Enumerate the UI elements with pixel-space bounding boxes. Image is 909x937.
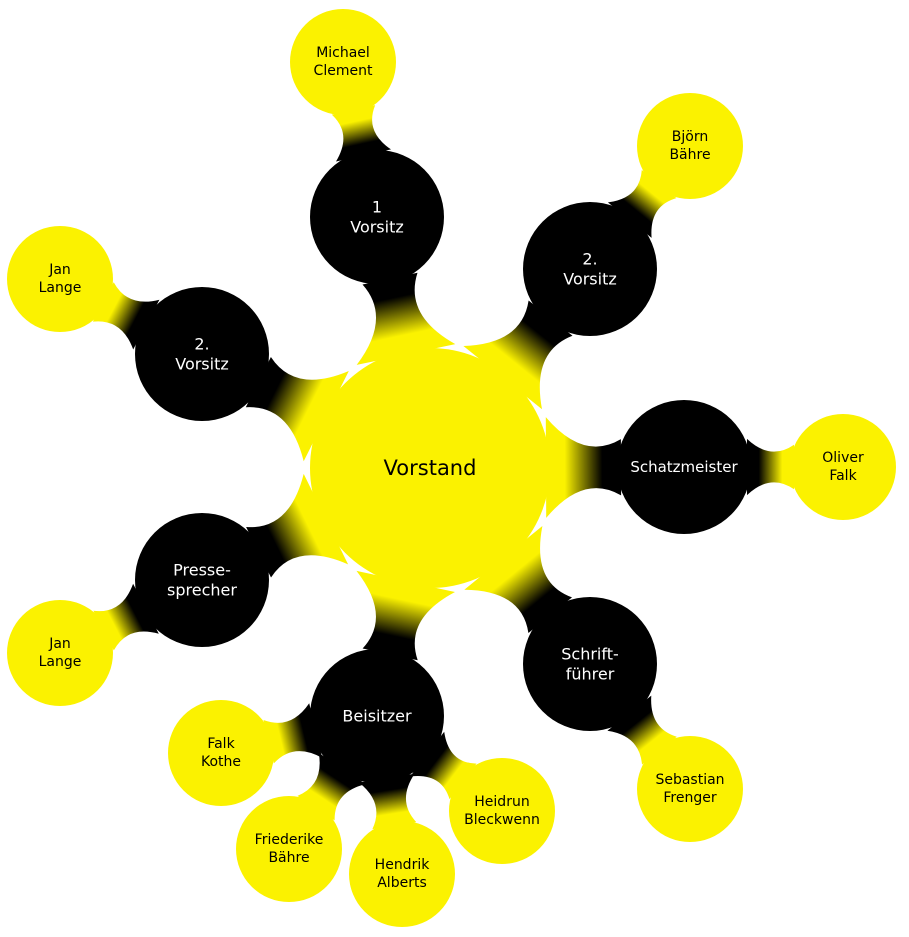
branch-node-vorsitz-2-left-label-line: 2.: [194, 334, 209, 353]
leaf-node-jan-lange-top-label-line: Lange: [39, 280, 82, 296]
leaf-node-oliver-falk-label-line: Oliver: [822, 450, 864, 466]
branch-node-vorsitz-1-label-line: 1: [372, 197, 382, 216]
nodes: Vorstand1VorsitzMichaelClement2.VorsitzB…: [7, 9, 896, 927]
branch-node-schatzmeister-label-line: Schatzmeister: [630, 458, 738, 476]
leaf-node-jan-lange-bottom-label-line: Jan: [48, 636, 71, 652]
branch-node-pressesprecher-label-line: Presse-: [173, 560, 231, 579]
connector-schatzmeister-oliver-falk: [747, 438, 794, 496]
connector-vorsitz-1-michael-clement: [331, 105, 391, 162]
leaf-node-heidrun-bleckwenn-label-line: Bleckwenn: [464, 812, 540, 828]
root-node-vorstand-label-line: Vorstand: [384, 456, 477, 480]
leaf-node-michael-clement-label-line: Michael: [316, 45, 370, 61]
leaf-node-heidrun-bleckwenn-circle: [449, 758, 555, 864]
root-node-vorstand-circle: [310, 348, 550, 588]
leaf-node-bjoern-baehre-circle: [637, 93, 743, 199]
connector-root-vorsitz-2-left: [245, 357, 349, 462]
branch-node-vorsitz-2-left: 2. Vorsitz: [135, 287, 269, 421]
leaf-node-jan-lange-top-circle: [7, 226, 113, 332]
branch-node-pressesprecher-circle: [135, 513, 269, 647]
leaf-node-michael-clement-circle: [290, 9, 396, 115]
leaf-node-bjoern-baehre-label-line: Bähre: [669, 147, 710, 163]
connector-root-schatzmeister: [545, 417, 622, 518]
branch-node-pressesprecher: Presse-sprecher: [135, 513, 269, 647]
branch-node-vorsitz-2-right: 2. Vorsitz: [523, 202, 657, 336]
leaf-node-sebastian-frenger-label-line: Frenger: [663, 790, 716, 806]
branch-node-schriftfuehrer-circle: [523, 597, 657, 731]
branch-node-beisitzer-circle: [310, 649, 444, 783]
leaf-node-friederike-baehre-circle: [236, 796, 342, 902]
leaf-node-falk-kothe-circle: [168, 700, 274, 806]
leaf-node-oliver-falk-label-line: Falk: [829, 468, 857, 484]
connector-root-pressesprecher: [246, 473, 349, 578]
branch-node-pressesprecher-label-line: sprecher: [167, 581, 237, 600]
leaf-node-oliver-falk-circle: [790, 414, 896, 520]
branch-node-schatzmeister-circle: [617, 400, 751, 534]
leaf-node-friederike-baehre-label-line: Bähre: [268, 850, 309, 866]
branch-node-vorsitz-2-right-circle: [523, 202, 657, 336]
branch-node-vorsitz-1-circle: [310, 150, 444, 284]
leaf-node-jan-lange-bottom-circle: [7, 600, 113, 706]
leaf-node-jan-lange-bottom-label-line: Lange: [39, 654, 82, 670]
branch-node-schriftfuehrer-label-line: Schrift-: [561, 644, 619, 663]
branch-node-vorsitz-1-label-line: Vorsitz: [350, 218, 404, 237]
branch-node-beisitzer: Beisitzer: [310, 649, 444, 783]
branch-node-vorsitz-2-left-circle: [135, 287, 269, 421]
leaf-node-falk-kothe-label-line: Kothe: [201, 754, 241, 770]
leaf-node-sebastian-frenger-circle: [637, 736, 743, 842]
branch-node-schatzmeister: Schatzmeister: [617, 400, 751, 534]
connector-root-beisitzer: [356, 570, 455, 661]
leaf-node-heidrun-bleckwenn-label-line: Heidrun: [474, 794, 529, 810]
leaf-node-michael-clement-label-line: Clement: [314, 63, 373, 79]
branch-node-schriftfuehrer: Schrift-führer: [523, 597, 657, 731]
leaf-node-falk-kothe-label-line: Falk: [207, 736, 235, 752]
connector-beisitzer-hendrik-alberts: [359, 773, 417, 830]
leaf-node-hendrik-alberts-label-line: Hendrik: [375, 857, 431, 873]
branch-node-beisitzer-label-line: Beisitzer: [342, 707, 412, 726]
connector-vorsitz-2-left-jan-lange-top: [92, 282, 160, 350]
leaf-node-jan-lange-top-label-line: Jan: [48, 262, 71, 278]
leaf-node-hendrik-alberts-circle: [349, 821, 455, 927]
branch-node-schriftfuehrer-label-line: führer: [566, 665, 615, 684]
connector-beisitzer-falk-kothe: [263, 703, 323, 764]
connector-root-vorsitz-2-right: [463, 300, 573, 410]
leaf-node-bjoern-baehre-label-line: Björn: [672, 129, 708, 145]
root-node-vorstand: Vorstand: [310, 348, 550, 588]
branch-node-vorsitz-2-left-label-line: Vorsitz: [175, 355, 229, 374]
connector-root-vorsitz-1: [356, 272, 456, 365]
leaf-node-hendrik-alberts-label-line: Alberts: [377, 875, 427, 891]
leaf-node-sebastian-frenger-label-line: Sebastian: [655, 772, 724, 788]
branch-node-vorsitz-2-right-label-line: 2.: [582, 249, 597, 268]
connector-pressesprecher-jan-lange-bottom: [93, 583, 159, 651]
connector-root-schriftfuehrer: [464, 526, 572, 633]
leaf-node-friederike-baehre-label-line: Friederike: [255, 832, 324, 848]
branch-node-vorsitz-2-right-label-line: Vorsitz: [563, 270, 617, 289]
